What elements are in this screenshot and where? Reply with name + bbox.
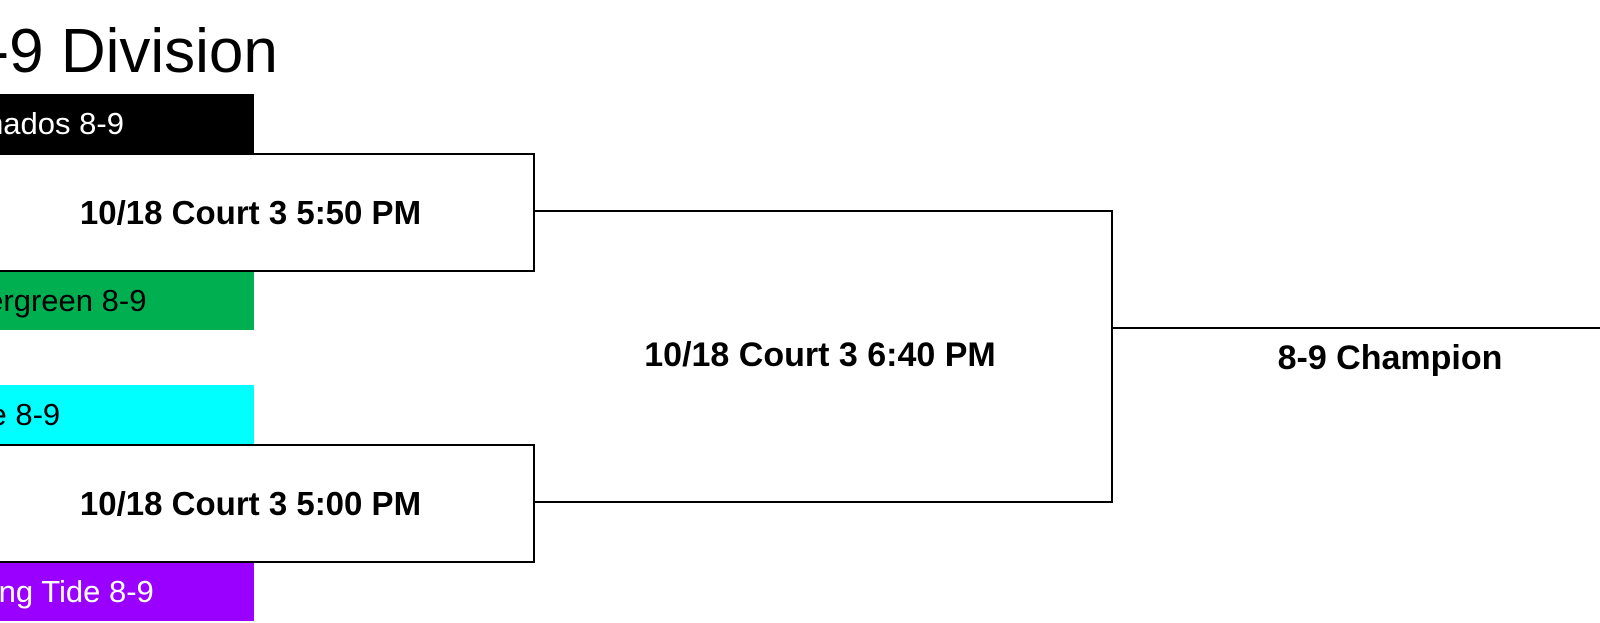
final-match-label: 10/18 Court 3 6:40 PM <box>644 336 996 374</box>
bracket-line-top <box>533 210 1113 212</box>
bracket-line-champion <box>1111 327 1600 329</box>
bracket-line-vertical <box>1111 210 1113 503</box>
team-slot-2: Evergreen 8-9 <box>0 271 254 330</box>
team-name: Surge 8-9 <box>0 397 61 432</box>
bracket-line-bottom <box>533 501 1113 503</box>
division-title: 8-9 Division <box>0 17 278 86</box>
team-slot-3: Surge 8-9 <box>0 385 254 444</box>
semifinal-match-2: 10/18 Court 3 5:00 PM <box>0 444 535 563</box>
match-label: 10/18 Court 3 5:50 PM <box>79 193 422 231</box>
team-name: Evergreen 8-9 <box>0 283 147 318</box>
team-slot-1: Tornados 8-9 <box>0 94 254 153</box>
champion-label: 8-9 Champion <box>1277 339 1503 377</box>
team-name: Rising Tide 8-9 <box>0 574 154 609</box>
team-slot-4: Rising Tide 8-9 <box>0 562 254 621</box>
team-name: Tornados 8-9 <box>0 106 124 141</box>
match-label: 10/18 Court 3 5:00 PM <box>79 484 422 522</box>
semifinal-match-1: 10/18 Court 3 5:50 PM <box>0 153 535 272</box>
